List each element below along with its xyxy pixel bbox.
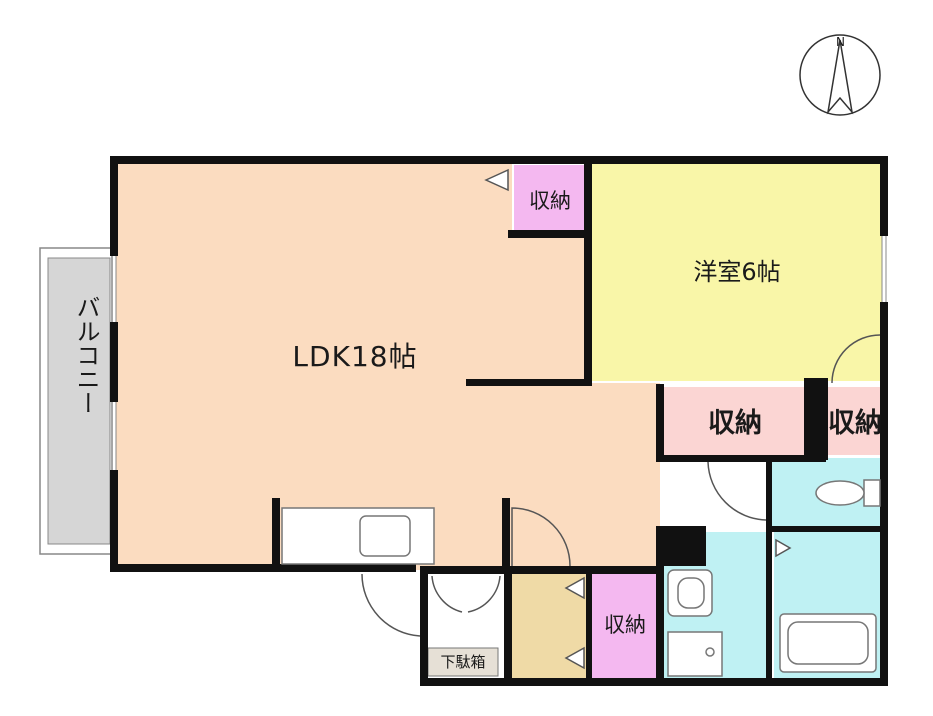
door-front-icon — [361, 573, 421, 637]
closet-right — [826, 387, 882, 455]
compass-north-label: N — [836, 35, 845, 49]
ldk-label: LDK18帖 — [292, 340, 417, 373]
wash-basin-icon — [667, 569, 723, 677]
closet-right-label: 収納 — [828, 407, 882, 439]
walls — [110, 156, 888, 686]
balcony — [47, 257, 111, 545]
door-entry-ldk-icon — [511, 507, 571, 567]
compass-north-arrow-icon: N — [799, 34, 881, 116]
balcony-label: バルコニー — [72, 295, 100, 415]
kitchen-counter — [281, 507, 435, 565]
closet-bottom — [590, 574, 660, 678]
door-shoe-box-icon — [431, 575, 501, 613]
closet-mid-label: 収納 — [708, 407, 762, 439]
bath-door-marker-icon — [775, 538, 792, 558]
western-room-label: 洋室6帖 — [693, 258, 780, 286]
sink-icon — [359, 515, 411, 557]
door-closet-right-icon — [831, 334, 881, 384]
toilet-icon — [815, 479, 881, 507]
door-swings — [361, 334, 881, 637]
closet-bottom-door-marker-2-icon — [564, 646, 585, 670]
bathtub-icon — [779, 613, 877, 673]
closet-bottom-label: 収納 — [604, 613, 646, 637]
window-marks — [111, 236, 887, 470]
closet-top-label: 収納 — [529, 189, 571, 213]
ldk-room — [116, 163, 660, 570]
closet-mid — [662, 387, 804, 455]
closet-bottom-door-marker-icon — [564, 576, 585, 600]
door-toilet-icon — [707, 461, 767, 521]
closet-top — [514, 165, 586, 233]
shoe-box-label: 下駄箱 — [440, 653, 485, 671]
closet-top-door-marker-icon — [484, 168, 509, 192]
western-room — [592, 163, 882, 381]
shoe-box — [427, 647, 499, 677]
